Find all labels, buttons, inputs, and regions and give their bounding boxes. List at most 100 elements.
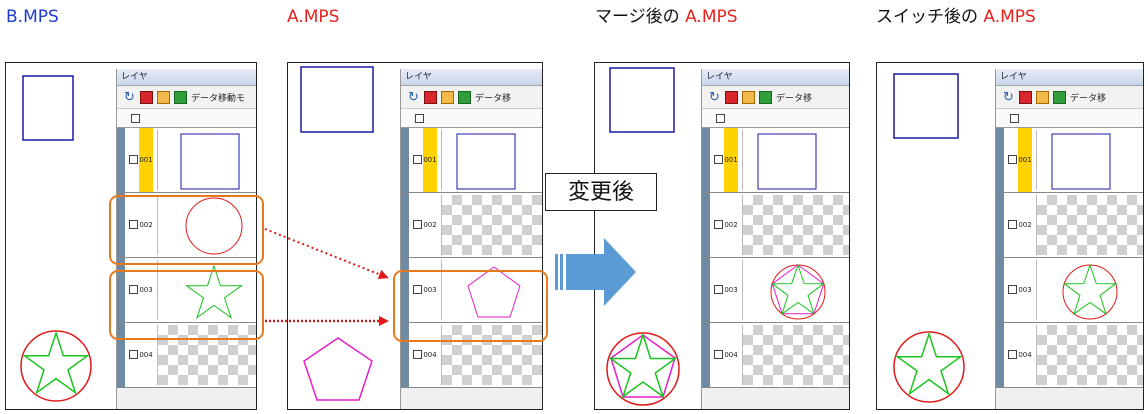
- thumb-star: [184, 264, 244, 319]
- layer-thumbnail: [157, 260, 256, 320]
- refresh-icon[interactable]: ↻: [709, 89, 720, 105]
- layer-row-001[interactable]: 001: [117, 128, 256, 193]
- dotted-arrow-002: [264, 228, 389, 280]
- layer-checkbox[interactable]: [714, 285, 723, 294]
- layer-row-001[interactable]: 001: [996, 128, 1143, 193]
- layer-row-004[interactable]: 004: [702, 323, 849, 388]
- layer-thumbnail-empty: [441, 325, 542, 385]
- layer-checkbox[interactable]: [714, 220, 723, 229]
- layer-number: 003: [1018, 286, 1032, 294]
- layer-thumbnail: [742, 260, 849, 320]
- layer-toolbar: ↻ データ移: [996, 86, 1143, 109]
- layer-row-003[interactable]: 003: [401, 258, 542, 323]
- row-stripe: [401, 193, 409, 257]
- row-stripe: [117, 128, 125, 192]
- layer-checkbox[interactable]: [413, 285, 422, 294]
- row-stripe: [702, 128, 710, 192]
- refresh-icon[interactable]: ↻: [408, 89, 419, 105]
- layer-red-icon[interactable]: [725, 90, 738, 104]
- layer-number: 003: [139, 286, 153, 294]
- layer-toolbar: ↻ データ移動モ: [117, 86, 256, 109]
- layer-header: [996, 109, 1143, 128]
- row-stripe: [117, 323, 125, 387]
- canvas-circle-star-pentagon: [606, 332, 680, 406]
- highlight-layer-002-b: [109, 195, 264, 265]
- row-stripe: [117, 258, 125, 322]
- layer-row-004[interactable]: 004: [117, 323, 256, 388]
- layer-selected-icon[interactable]: [441, 90, 454, 104]
- layer-row-002[interactable]: 002: [702, 193, 849, 258]
- layer-checkbox[interactable]: [714, 155, 723, 164]
- panel-merge-result: レイヤ ↻ データ移 001 002: [594, 62, 850, 410]
- heading-prefix: マージ後の: [595, 7, 680, 27]
- data-move-label[interactable]: データ移動モ: [191, 93, 246, 104]
- thumb-square: [456, 133, 516, 190]
- layer-window-title: レイヤ: [401, 69, 542, 86]
- layer-thumbnail-empty: [1036, 195, 1143, 255]
- refresh-icon[interactable]: ↻: [124, 89, 135, 105]
- layer-row-004[interactable]: 004: [401, 323, 542, 388]
- row-stripe: [702, 323, 710, 387]
- layer-selected-icon[interactable]: [742, 90, 755, 104]
- layer-checkbox[interactable]: [413, 220, 422, 229]
- layer-header: [401, 109, 542, 128]
- layer-green-icon[interactable]: [458, 90, 471, 104]
- layer-number: 004: [1018, 351, 1032, 359]
- layer-checkbox[interactable]: [129, 220, 138, 229]
- layer-green-icon[interactable]: [1053, 90, 1066, 104]
- layer-thumbnail-empty: [1036, 325, 1143, 385]
- layer-row-004[interactable]: 004: [996, 323, 1143, 388]
- layer-row-002[interactable]: 002: [996, 193, 1143, 258]
- layer-checkbox[interactable]: [129, 285, 138, 294]
- layer-row-003[interactable]: 003: [996, 258, 1143, 323]
- select-all-checkbox[interactable]: [131, 113, 140, 123]
- layer-window-title: レイヤ: [996, 69, 1143, 86]
- thumb-square: [1051, 133, 1111, 190]
- layer-selected-icon[interactable]: [157, 90, 170, 104]
- layer-green-icon[interactable]: [759, 90, 772, 104]
- row-stripe: [996, 193, 1004, 257]
- panel-b-mps: レイヤ ↻ データ移動モ 001 002: [5, 62, 257, 410]
- layer-number: 003: [724, 286, 738, 294]
- select-all-checkbox[interactable]: [415, 113, 424, 123]
- layer-checkbox[interactable]: [1008, 350, 1017, 359]
- layer-toolbar: ↻ データ移: [702, 86, 849, 109]
- layer-checkbox[interactable]: [129, 350, 138, 359]
- layer-checkbox[interactable]: [1008, 220, 1017, 229]
- select-all-checkbox[interactable]: [716, 113, 725, 123]
- row-stripe: [702, 193, 710, 257]
- layer-thumbnail: [157, 130, 256, 190]
- layer-checkbox[interactable]: [714, 350, 723, 359]
- heading-prefix: スイッチ後の: [876, 7, 978, 27]
- layer-checkbox[interactable]: [1008, 155, 1017, 164]
- thumb-circle: [185, 197, 243, 255]
- layer-row-002[interactable]: 002: [117, 193, 256, 258]
- layer-red-icon[interactable]: [140, 90, 153, 104]
- layer-row-002[interactable]: 002: [401, 193, 542, 258]
- layer-checkbox[interactable]: [413, 350, 422, 359]
- canvas-circle-star: [20, 330, 92, 402]
- layer-number: 002: [1018, 221, 1032, 229]
- layer-row-001[interactable]: 001: [401, 128, 542, 193]
- layer-checkbox[interactable]: [413, 155, 422, 164]
- canvas-pentagon: [303, 337, 373, 401]
- layer-checkbox[interactable]: [1008, 285, 1017, 294]
- layer-window: レイヤ ↻ データ移 001 002: [400, 69, 542, 409]
- refresh-icon[interactable]: ↻: [1003, 89, 1014, 105]
- layer-row-003[interactable]: 003: [702, 258, 849, 323]
- data-move-label[interactable]: データ移: [776, 93, 813, 104]
- layer-green-icon[interactable]: [174, 90, 187, 104]
- data-move-label[interactable]: データ移: [1070, 93, 1107, 104]
- select-all-checkbox[interactable]: [1010, 113, 1019, 123]
- layer-row-001[interactable]: 001: [702, 128, 849, 193]
- row-stripe: [702, 258, 710, 322]
- layer-red-icon[interactable]: [1019, 90, 1032, 104]
- layer-red-icon[interactable]: [424, 90, 437, 104]
- layer-window: レイヤ ↻ データ移動モ 001 002: [116, 69, 256, 409]
- layer-checkbox[interactable]: [129, 155, 138, 164]
- layer-thumbnail: [742, 130, 849, 190]
- layer-row-003[interactable]: 003: [117, 258, 256, 323]
- data-move-label[interactable]: データ移: [475, 93, 512, 104]
- row-stripe: [996, 323, 1004, 387]
- layer-selected-icon[interactable]: [1036, 90, 1049, 104]
